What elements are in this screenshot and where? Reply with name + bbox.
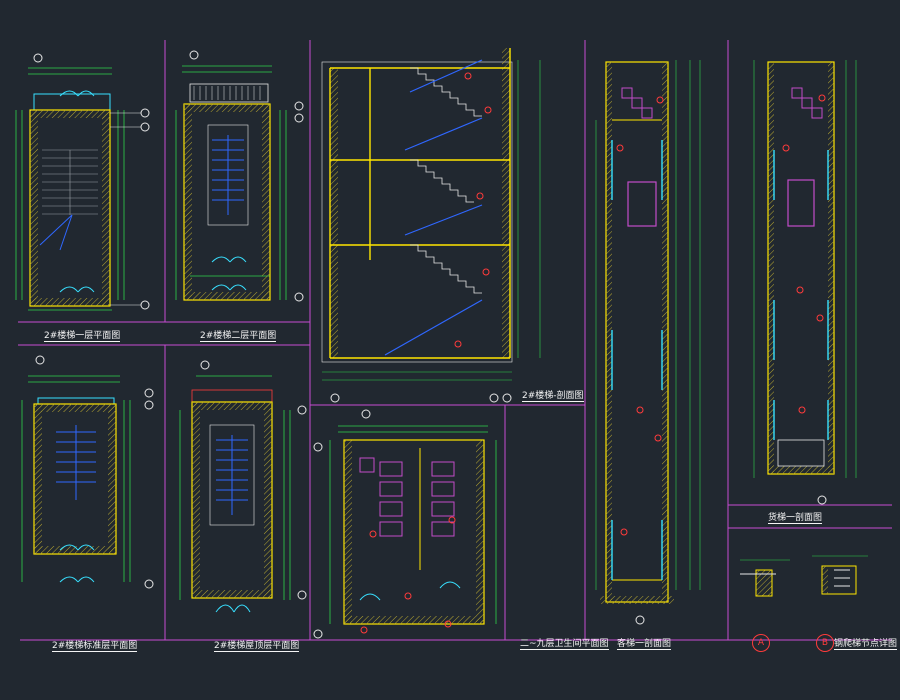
sheet-frame: [18, 40, 892, 641]
detail-label-a: A: [752, 634, 770, 652]
title-plan-1f: 2#楼梯一层平面图: [44, 331, 121, 342]
stair-plan-standard: [21, 355, 154, 589]
title-toilet-plan: 二~九层卫生间平面图: [520, 639, 609, 650]
detail-drawings: [740, 555, 868, 597]
toilet-plan: [313, 409, 497, 639]
stair-plan-2f: [175, 50, 304, 302]
passenger-elevator-section: [595, 60, 701, 625]
title-plan-roof: 2#楼梯屋顶层平面图: [214, 641, 300, 652]
detail-label-b: B: [816, 634, 834, 652]
stair-section: [321, 48, 541, 403]
title-passenger-elevator-section: 客梯一剖面图: [617, 639, 672, 650]
title-freight-elevator-section: 货梯一剖面图: [768, 513, 823, 524]
stair-plan-roof: [179, 360, 307, 613]
stair-plan-1f: [15, 53, 150, 311]
title-plan-2f: 2#楼梯二层平面图: [200, 331, 277, 342]
title-stair-section: 2#楼梯-剖面图: [522, 391, 584, 402]
freight-elevator-section: [753, 60, 857, 505]
title-detail-ladder: 钢爬梯节点详图: [834, 639, 898, 650]
title-plan-standard: 2#楼梯标准层平面图: [52, 641, 138, 652]
